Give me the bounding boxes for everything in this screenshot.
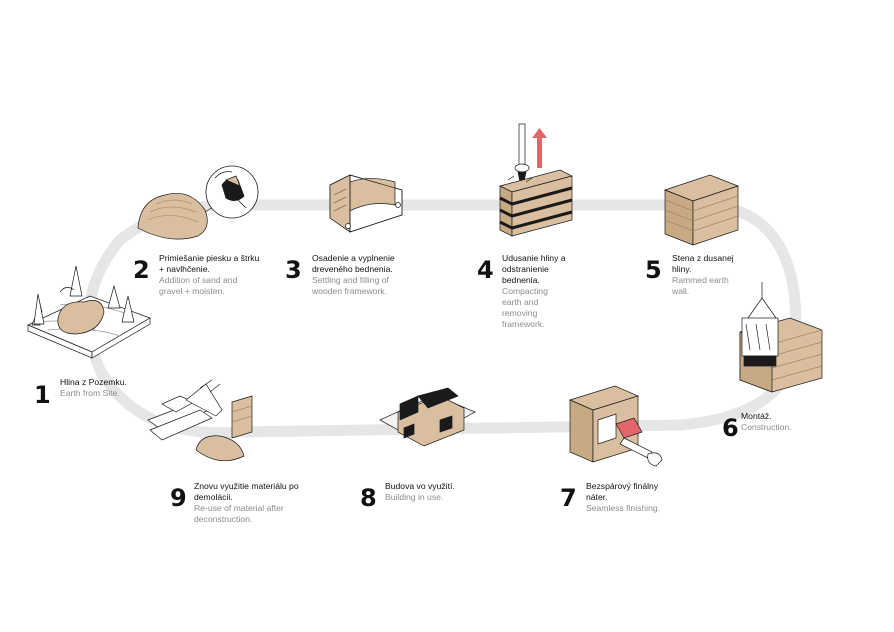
step-title-en: Re-use of material after deconstruction. — [194, 503, 284, 524]
step-text: Hlina z Pozemku. Earth from Site. — [60, 377, 170, 399]
step-number: 3 — [285, 256, 302, 284]
wall-block-icon — [663, 174, 740, 246]
step-number: 6 — [722, 414, 739, 442]
step-title-en: Building in use. — [385, 492, 444, 502]
excavator-icon — [147, 379, 253, 462]
step-title-sk: Hlina z Pozemku. — [60, 377, 127, 387]
step-number: 8 — [360, 484, 377, 512]
step-title-en: Addition of sand and gravel + moisten. — [159, 275, 238, 296]
step-number: 9 — [170, 484, 187, 512]
rammer-icon — [514, 123, 547, 183]
step-number: 2 — [133, 256, 150, 284]
step-title-en: Settling and filling of wooden framework… — [312, 275, 389, 296]
step-title-en: Construction. — [741, 422, 792, 432]
step-title-sk: Stena z dusanej hliny. — [672, 253, 734, 274]
step-text: Osadenie a vyplnenie dreveného bednenia.… — [312, 253, 414, 297]
step-title-sk: Primiešanie piesku a štrku + navlhčenie. — [159, 253, 260, 274]
step-number: 1 — [34, 381, 51, 409]
step-title-sk: Budova vo využití. — [385, 481, 455, 491]
step-number: 7 — [560, 484, 577, 512]
step-text: Montáž. Construction. — [741, 411, 821, 433]
step-text: Znovu využitie materiálu po demolácii. R… — [194, 481, 306, 525]
step-title-sk: Montáž. — [741, 411, 772, 421]
step-title-en: Earth from Site. — [60, 388, 120, 398]
step-text: Bezspárový finálny náter. Seamless finis… — [586, 481, 676, 514]
step-number: 4 — [477, 256, 494, 284]
finishing-icon — [568, 385, 663, 467]
building-icon — [379, 387, 476, 447]
step-title-sk: Bezspárový finálny náter. — [586, 481, 659, 502]
step-number: 5 — [645, 256, 662, 284]
step-title-en: Rammed earth wall. — [672, 275, 729, 296]
formwork-icon — [329, 174, 403, 233]
crane-assembly-icon — [739, 282, 823, 393]
step-title-en: Seamless finishing. — [586, 503, 661, 513]
compacted-layers-icon — [499, 169, 573, 237]
step-text: Primiešanie piesku a štrku + navlhčenie.… — [159, 253, 263, 297]
earth-mound-icon — [137, 192, 219, 240]
mixing-hand-icon — [205, 165, 259, 219]
step-text: Udusanie hliny a odstranienie bednenia. … — [502, 253, 566, 330]
step-title-sk: Udusanie hliny a odstranienie bednenia. — [502, 253, 566, 285]
step-text: Stena z dusanej hliny. Rammed earth wall… — [672, 253, 746, 297]
step-title-sk: Osadenie a vyplnenie dreveného bednenia. — [312, 253, 395, 274]
step-title-en: Compacting earth and removing framework. — [502, 286, 548, 329]
step-title-sk: Znovu využitie materiálu po demolácii. — [194, 481, 299, 502]
earth-site-icon — [27, 265, 151, 359]
step-text: Budova vo využití. Building in use. — [385, 481, 475, 503]
